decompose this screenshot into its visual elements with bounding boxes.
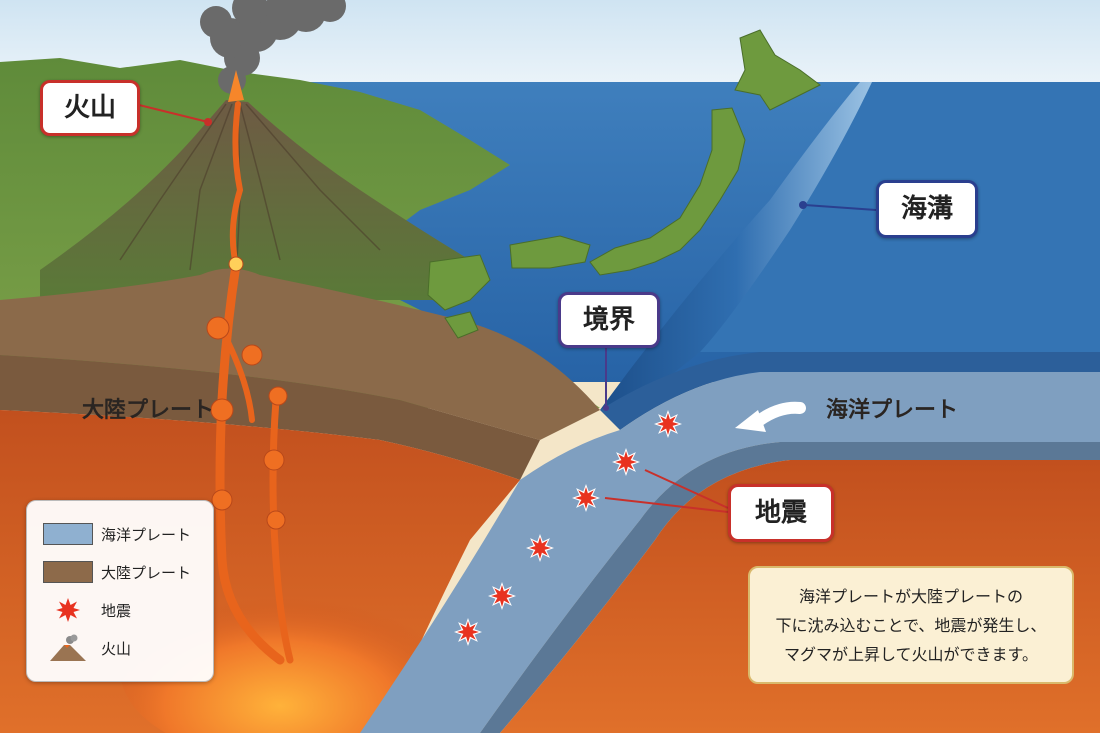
earthquake-callout: 地震 — [728, 484, 834, 542]
legend-item-continental-plate: 大陸プレート — [43, 559, 191, 585]
japan-islands — [427, 29, 821, 339]
boundary-callout: 境界 — [558, 292, 660, 348]
explanation-note: 海洋プレートが大陸プレートの 下に沈み込むことで、地震が発生し、 マグマが上昇し… — [748, 566, 1074, 684]
earthquake-label: 地震 — [754, 498, 807, 528]
legend-label: 火山 — [101, 639, 132, 658]
mountain-ridges — [119, 103, 381, 281]
earthquake-star — [529, 537, 551, 559]
legend: 海洋プレート 大陸プレート 地震 火山 — [26, 500, 214, 682]
volcano-label: 火山 — [63, 93, 116, 123]
continental-crust-lower — [0, 355, 540, 480]
earthquake-star — [615, 451, 637, 473]
oceanic-plate-swatch — [43, 523, 93, 545]
earthquake-star — [575, 487, 597, 509]
magma-blobs — [206, 256, 288, 530]
legend-item-earthquake: 地震 — [43, 597, 131, 623]
legend-label: 大陸プレート — [101, 563, 192, 582]
earthquake-star — [491, 585, 513, 607]
volcano-callout: 火山 — [40, 80, 140, 136]
trench-wall — [600, 82, 872, 410]
note-line: 下に沈み込むことで、地震が発生し、 — [775, 616, 1047, 635]
oceanic-plate-label: 海洋プレート — [826, 398, 959, 423]
oceanic-plate-bottom-edge — [480, 442, 1100, 733]
earthquake-star-icon — [43, 597, 93, 623]
continental-plate-swatch — [43, 561, 93, 583]
earthquake-markers — [454, 410, 682, 646]
note-line: 海洋プレートが大陸プレートの — [798, 587, 1023, 606]
oceanic-plate — [360, 372, 1100, 733]
legend-label: 海洋プレート — [101, 525, 192, 544]
leader-lines — [134, 103, 877, 513]
continental-crust-upper — [0, 268, 600, 440]
earthquake-star — [457, 621, 479, 643]
volcano-mountain — [40, 100, 470, 300]
volcano-smoke — [200, 0, 346, 94]
plate-motion-arrow-icon — [735, 401, 806, 432]
earthquake-star — [657, 413, 679, 435]
legend-item-oceanic-plate: 海洋プレート — [43, 521, 191, 547]
crater-lava — [228, 70, 244, 102]
continental-plate-label: 大陸プレート — [82, 398, 215, 423]
note-line: マグマが上昇して火山ができます。 — [784, 645, 1038, 664]
volcano-icon — [43, 634, 93, 661]
legend-label: 地震 — [101, 601, 132, 620]
trench-label: 海溝 — [900, 194, 953, 224]
ocean-floor-band — [600, 352, 1100, 430]
legend-item-volcano: 火山 — [43, 634, 132, 661]
trench-callout: 海溝 — [876, 180, 978, 238]
boundary-label: 境界 — [582, 305, 635, 335]
